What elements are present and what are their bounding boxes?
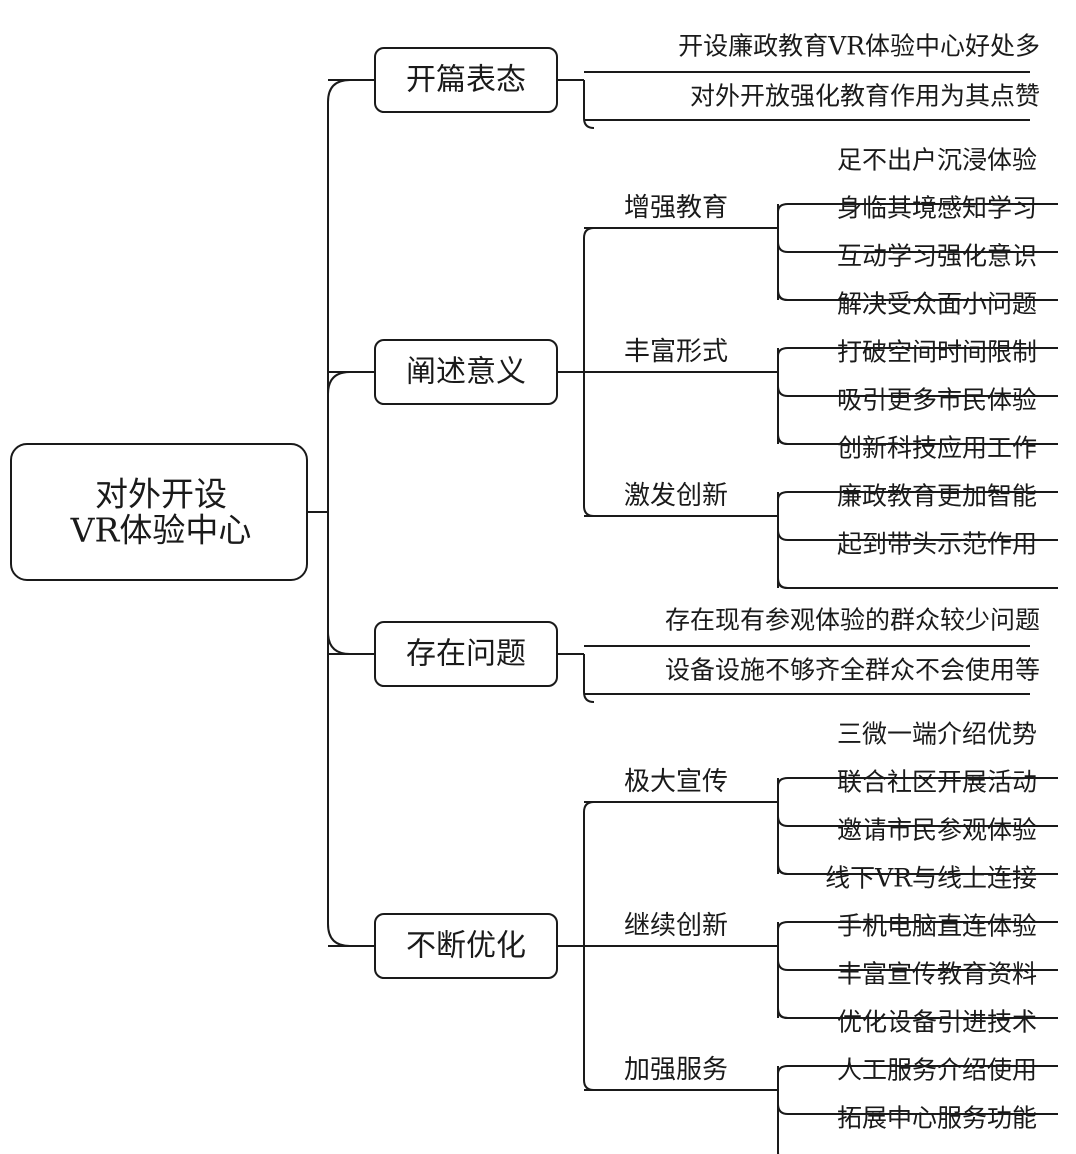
- leaf-underline: [777, 1009, 1058, 1019]
- leaf-label: 吸引更多市民体验: [837, 386, 1037, 415]
- leaf-label: 开设廉政教育VR体验中心好处多: [678, 32, 1040, 61]
- leaf-label: 身临其境感知学习: [837, 194, 1037, 223]
- connector: [307, 79, 351, 947]
- leaf-label: 创新科技应用工作: [837, 434, 1037, 463]
- branch-node: [374, 621, 558, 687]
- leaf-label: 优化设备引进技术: [837, 1008, 1037, 1037]
- leaf-underline: [777, 777, 1058, 787]
- connector: [777, 372, 789, 445]
- connector: [557, 79, 595, 129]
- branch-node: [374, 339, 558, 405]
- leaf-label: 线下VR与线上连接: [825, 864, 1037, 893]
- leaf-label: 设备设施不够齐全群众不会使用等: [665, 656, 1040, 685]
- root-node: [10, 443, 308, 581]
- group-label: 增强教育: [624, 193, 728, 223]
- leaf-label: 起到带头示范作用: [837, 530, 1037, 559]
- leaf-underline: [777, 291, 1058, 301]
- leaf-underline: [777, 347, 1058, 357]
- leaf-label: 打破空间时间限制: [837, 338, 1037, 367]
- group-label: 极大宣传: [624, 767, 728, 797]
- connector: [777, 1090, 789, 1154]
- connector: [777, 802, 789, 875]
- group-label: 丰富形式: [624, 337, 728, 367]
- leaf-label: 手机电脑直连体验: [837, 912, 1037, 941]
- group-label: 加强服务: [624, 1055, 728, 1085]
- connector: [557, 653, 595, 703]
- branch-label: 不断优化: [406, 929, 526, 964]
- leaf-label: 存在现有参观体验的群众较少问题: [665, 606, 1040, 635]
- root-title-line: 对外开设: [95, 475, 227, 514]
- leaf-underline: [777, 435, 1058, 445]
- connector: [777, 516, 789, 589]
- leaf-underline: [777, 579, 1058, 589]
- branch-label: 存在问题: [406, 637, 526, 672]
- leaf-label: 解决受众面小问题: [837, 290, 1037, 319]
- group-label: 继续创新: [624, 911, 728, 941]
- leaf-underline: [777, 921, 1058, 931]
- leaf-underline: [777, 491, 1058, 501]
- leaf-underline: [777, 865, 1058, 875]
- leaf-label: 拓展中心服务功能: [837, 1104, 1037, 1133]
- branch-label: 阐述意义: [406, 355, 526, 390]
- leaf-label: 人工服务介绍使用: [837, 1056, 1037, 1085]
- leaf-label: 互动学习强化意识: [837, 242, 1037, 271]
- leaf-underline: [777, 203, 1058, 213]
- leaf-underline: [777, 1065, 1058, 1075]
- branch-label: 开篇表态: [406, 63, 526, 98]
- branch-node: [374, 913, 558, 979]
- leaf-label: 廉政教育更加智能: [837, 482, 1037, 511]
- branch-node: [374, 47, 558, 113]
- leaf-label: 邀请市民参观体验: [837, 816, 1037, 845]
- group-label: 激发创新: [624, 481, 728, 511]
- leaf-label: 三微一端介绍优势: [837, 720, 1037, 749]
- leaf-label: 足不出户沉浸体验: [837, 146, 1037, 175]
- leaf-label: 联合社区开展活动: [837, 768, 1037, 797]
- leaf-label: 对外开放强化教育作用为其点赞: [690, 82, 1040, 111]
- connector: [777, 228, 789, 301]
- root-title-line: VR体验中心: [70, 511, 252, 550]
- leaf-label: 丰富宣传教育资料: [837, 960, 1037, 989]
- connector: [777, 946, 789, 1019]
